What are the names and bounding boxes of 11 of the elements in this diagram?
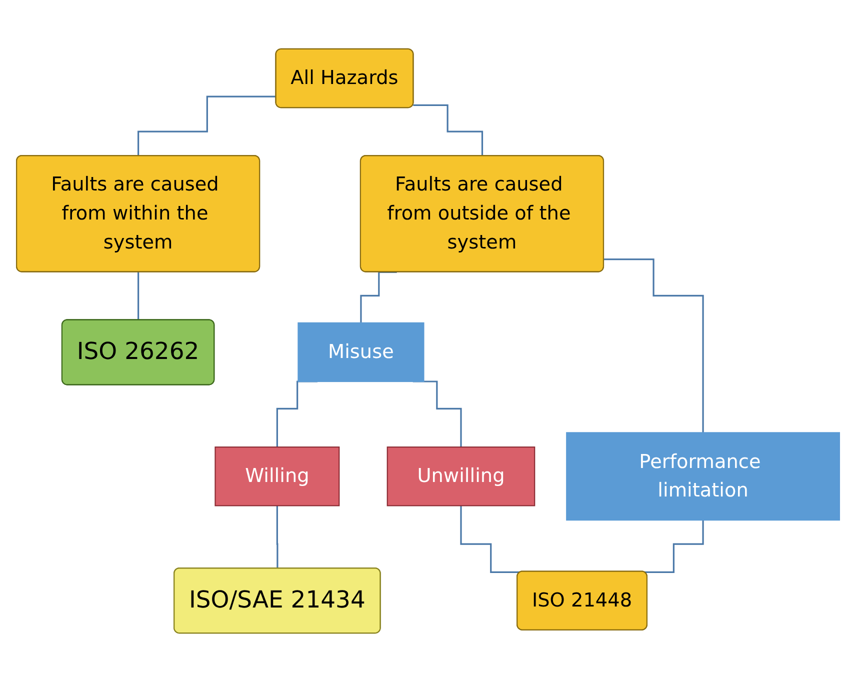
node-box: Unwilling bbox=[386, 446, 536, 506]
connector bbox=[644, 519, 704, 574]
connector bbox=[138, 271, 140, 322]
connector bbox=[460, 504, 521, 574]
node-box: Misuse bbox=[298, 322, 424, 382]
connector bbox=[138, 96, 276, 157]
connector bbox=[604, 258, 704, 434]
connector bbox=[413, 104, 484, 157]
node-box: Willing bbox=[214, 446, 340, 506]
node-box: Performance limitation bbox=[566, 432, 840, 521]
connector bbox=[276, 504, 278, 570]
